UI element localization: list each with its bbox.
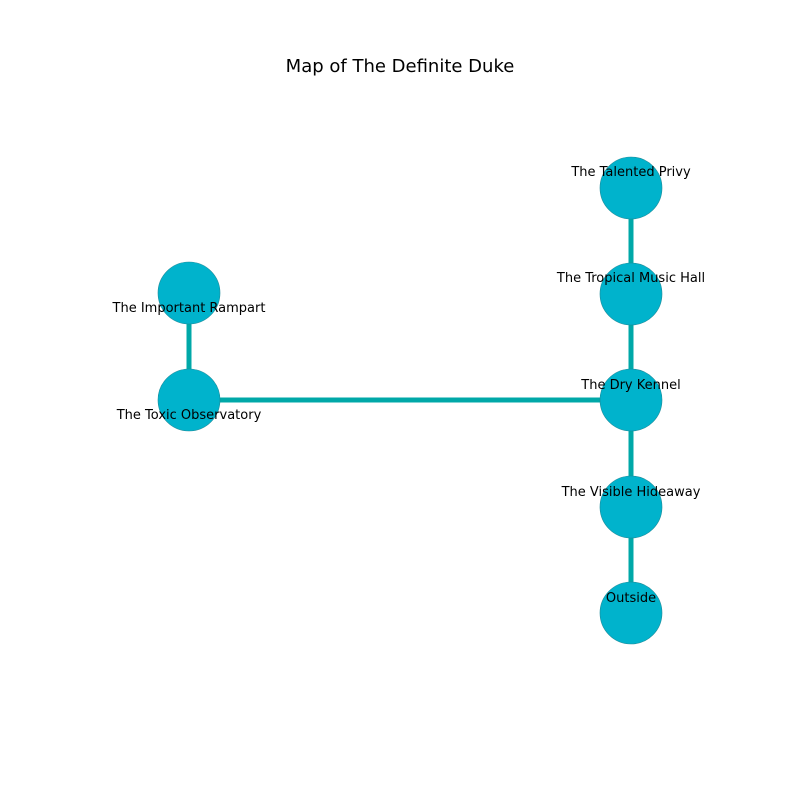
room-label-toxic-observatory: The Toxic Observatory xyxy=(116,408,262,423)
room-label-important-rampart: The Important Rampart xyxy=(112,301,266,316)
room-node-talented-privy xyxy=(599,156,663,220)
room-label-visible-hideaway: The Visible Hideaway xyxy=(561,485,701,500)
room-node-dry-kennel xyxy=(599,368,663,432)
room-label-talented-privy: The Talented Privy xyxy=(570,165,691,180)
connections-layer xyxy=(186,188,634,613)
room-node-tropical-music-hall xyxy=(599,262,663,326)
map-title: Map of The Definite Duke xyxy=(285,56,515,77)
room-label-outside: Outside xyxy=(606,591,656,606)
room-node-visible-hideaway xyxy=(599,475,663,539)
rooms-layer xyxy=(157,156,663,645)
room-node-outside xyxy=(599,581,663,645)
room-node-important-rampart xyxy=(157,261,221,325)
room-node-toxic-observatory xyxy=(157,368,221,432)
room-label-dry-kennel: The Dry Kennel xyxy=(580,378,680,393)
room-label-tropical-music-hall: The Tropical Music Hall xyxy=(556,271,705,286)
